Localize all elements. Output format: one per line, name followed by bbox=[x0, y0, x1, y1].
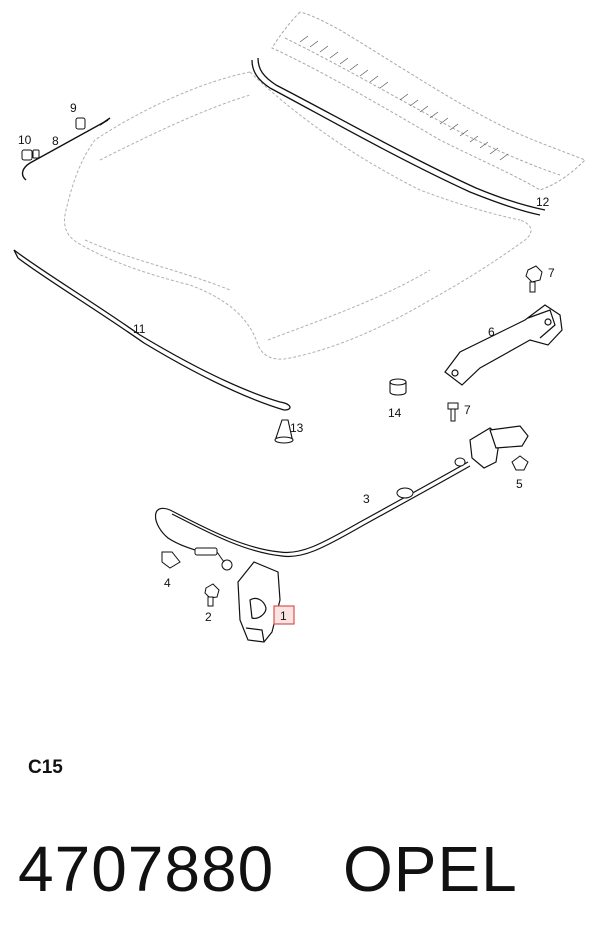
callout-3: 3 bbox=[363, 492, 370, 506]
callout-7-upper: 7 bbox=[548, 266, 555, 280]
part-14-buffer bbox=[389, 378, 407, 396]
callout-12: 12 bbox=[536, 195, 550, 209]
part-6-hinge bbox=[444, 304, 563, 386]
cable-end bbox=[194, 547, 233, 571]
callout-5: 5 bbox=[516, 477, 523, 491]
cowl-grille bbox=[299, 35, 509, 161]
section-code: C15 bbox=[28, 757, 63, 778]
highlight-box bbox=[273, 605, 295, 625]
part-12-rear-seal bbox=[251, 57, 546, 216]
callout-8: 8 bbox=[52, 134, 59, 148]
callout-14: 14 bbox=[388, 406, 402, 420]
cowl-panel bbox=[271, 11, 586, 191]
part-7-bolt-upper bbox=[525, 265, 543, 293]
part-10-clip bbox=[21, 149, 40, 161]
part-5-clip bbox=[511, 455, 529, 471]
part-11-front-seal bbox=[13, 249, 291, 411]
part-2-bolt bbox=[204, 583, 220, 607]
brand-name: OPEL bbox=[343, 833, 518, 905]
callout-1: 1 bbox=[280, 609, 287, 623]
part-number: 4707880 bbox=[18, 833, 275, 905]
callout-13: 13 bbox=[290, 421, 304, 435]
part-8-prop-rod bbox=[21, 117, 111, 181]
callout-4: 4 bbox=[164, 576, 171, 590]
callout-10: 10 bbox=[18, 133, 32, 147]
callout-7-lower: 7 bbox=[464, 403, 471, 417]
callout-11: 11 bbox=[133, 322, 146, 336]
callout-9: 9 bbox=[70, 101, 77, 115]
callout-6: 6 bbox=[488, 325, 495, 339]
cable-grommet bbox=[396, 457, 466, 499]
part-3-release-cable bbox=[155, 461, 471, 558]
hood-panel bbox=[64, 71, 532, 360]
part-13-buffer bbox=[274, 419, 294, 444]
part-4-clip bbox=[161, 551, 181, 569]
part-9-clip bbox=[75, 117, 86, 130]
release-handle bbox=[469, 425, 529, 469]
part-info: 4707880 OPEL bbox=[18, 832, 588, 912]
part-1-lock bbox=[237, 561, 281, 643]
part-7-bolt-lower bbox=[447, 402, 459, 422]
callout-2: 2 bbox=[205, 610, 212, 624]
